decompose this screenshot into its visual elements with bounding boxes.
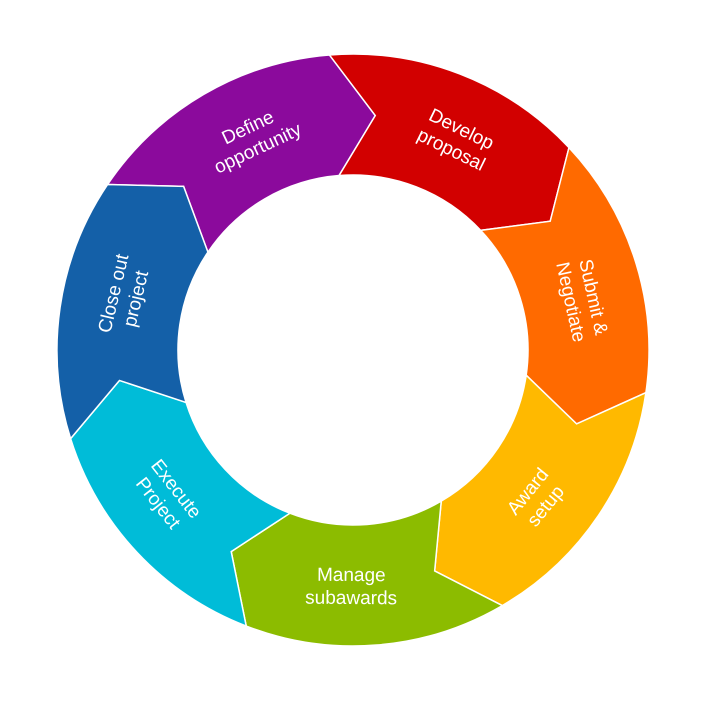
- manage-subawards-label-line: Manage: [317, 565, 386, 587]
- manage-subawards-label-line: subawards: [305, 588, 397, 610]
- close-out-project-segment: [56, 183, 209, 441]
